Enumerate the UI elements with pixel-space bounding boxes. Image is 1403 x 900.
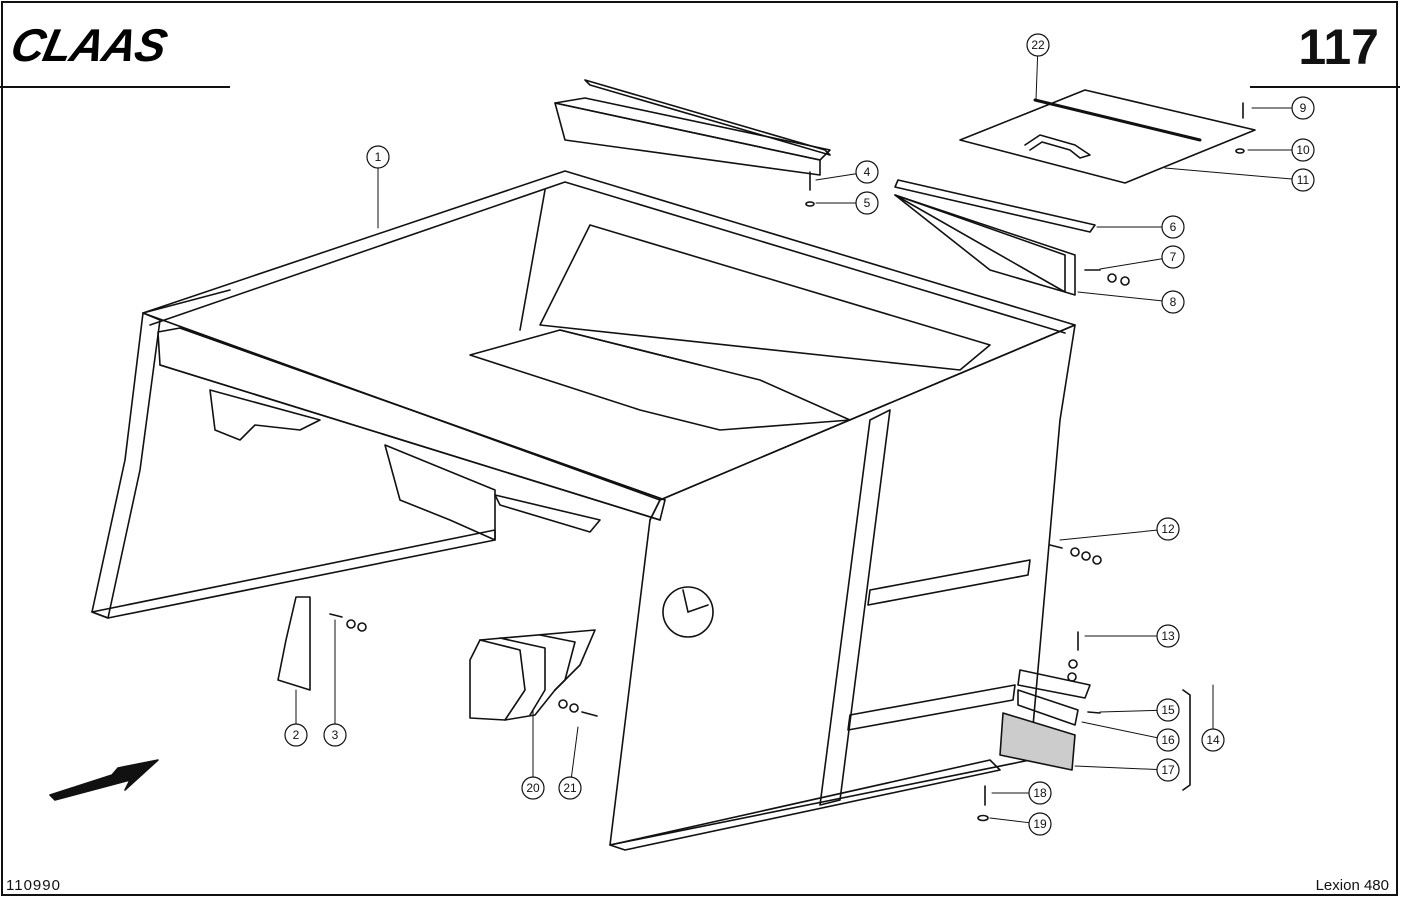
callout-circle [855, 191, 879, 215]
callout-3: 3 [323, 619, 347, 747]
seal-assembly [999, 669, 1191, 791]
callout-circle [1161, 290, 1185, 314]
callout-2: 2 [284, 689, 308, 747]
callout-22: 22 [1026, 33, 1050, 101]
callout-circle [1156, 758, 1180, 782]
leader-line [815, 173, 857, 181]
callout-circle [1156, 624, 1180, 648]
page-number-underline [1250, 86, 1400, 88]
callout-circle [855, 160, 879, 184]
callout-8: 8 [1077, 290, 1185, 314]
callout-14: 14 [1201, 684, 1225, 752]
callout-label: 21 [563, 781, 577, 795]
callout-18: 18 [991, 781, 1052, 805]
callout-circle [1291, 96, 1315, 120]
callout-circle [1028, 781, 1052, 805]
callout-20: 20 [521, 709, 545, 800]
callout-label: 3 [332, 728, 339, 742]
page-number: 117 [1298, 19, 1379, 75]
leader-line [570, 726, 579, 778]
callout-15: 15 [1099, 698, 1180, 722]
callout-circle [1291, 168, 1315, 192]
callout-12: 12 [1059, 517, 1180, 541]
callout-label: 12 [1161, 522, 1175, 536]
machine-model: Lexion 480 [1315, 877, 1389, 894]
callout-label: 9 [1300, 101, 1307, 115]
callout-13: 13 [1084, 624, 1180, 648]
main-housing [91, 170, 1076, 851]
callout-label: 14 [1206, 733, 1220, 747]
callout-label: 5 [864, 196, 871, 210]
callout-circle [1026, 33, 1050, 57]
bracket-part-2 [277, 596, 311, 691]
callout-17: 17 [1074, 758, 1180, 782]
callout-label: 1 [375, 150, 382, 164]
leader-line [1164, 167, 1293, 180]
callout-label: 20 [526, 781, 540, 795]
callout-label: 7 [1170, 250, 1177, 264]
document-number: 110990 [6, 877, 61, 894]
upper-rail-left [554, 79, 831, 176]
callout-label: 11 [1297, 173, 1310, 187]
callout-label: 10 [1296, 143, 1310, 157]
leader-line [1077, 291, 1163, 302]
callout-label: 13 [1161, 629, 1175, 643]
callout-circle [323, 723, 347, 747]
callout-10: 10 [1247, 138, 1315, 162]
callout-circle [1156, 517, 1180, 541]
callout-7: 7 [1099, 245, 1185, 270]
callout-label: 19 [1033, 817, 1047, 831]
callout-circle [1156, 728, 1180, 752]
callout-19: 19 [989, 812, 1052, 836]
callout-label: 15 [1161, 703, 1175, 717]
callout-circle [1028, 812, 1052, 836]
leader-line [1035, 55, 1039, 101]
callout-circle [558, 776, 582, 800]
callout-16: 16 [1081, 721, 1180, 752]
callout-circle [1156, 698, 1180, 722]
leader-line [1099, 258, 1163, 270]
callout-label: 17 [1161, 763, 1175, 777]
callout-label: 16 [1161, 733, 1175, 747]
callout-circle [1161, 215, 1185, 239]
callout-circle [366, 145, 390, 169]
callout-label: 18 [1033, 786, 1047, 800]
leader-line [1081, 721, 1158, 739]
callout-5: 5 [815, 191, 879, 215]
leader-line [989, 817, 1030, 824]
callout-circle [1291, 138, 1315, 162]
callout-1: 1 [366, 145, 390, 229]
callout-circle [284, 723, 308, 747]
callout-label: 2 [293, 728, 300, 742]
leader-line [1099, 709, 1158, 713]
callout-4: 4 [815, 160, 879, 184]
callout-21: 21 [558, 726, 582, 800]
upper-rail-right [894, 179, 1096, 296]
callout-6: 6 [1096, 215, 1185, 239]
callout-11: 11 [1164, 167, 1315, 192]
leader-line [1059, 529, 1158, 541]
leader-line [1074, 765, 1158, 771]
callout-circle [1161, 245, 1185, 269]
callout-label: 6 [1170, 220, 1177, 234]
direction-arrow-icon [49, 759, 159, 801]
callout-label: 8 [1170, 295, 1177, 309]
callout-label: 22 [1031, 38, 1045, 52]
fasteners [329, 102, 1245, 822]
deflector-part-20 [469, 629, 596, 721]
logo-underline [0, 86, 230, 88]
callout-label: 4 [864, 165, 871, 179]
callout-circle [521, 776, 545, 800]
callout-circle [1201, 728, 1225, 752]
cover-plate [959, 89, 1256, 184]
callout-9: 9 [1251, 96, 1315, 120]
